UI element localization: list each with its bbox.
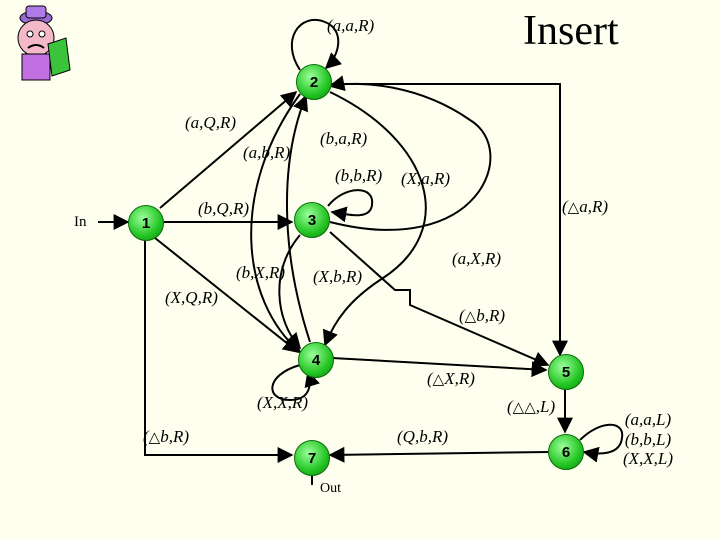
label-4-5-open: ( xyxy=(427,369,433,388)
edge-3-5 xyxy=(329,231,550,367)
input-label: In xyxy=(74,214,87,230)
edge-6-7 xyxy=(328,446,549,463)
label-5-6: (△△,L) xyxy=(507,398,555,416)
edge-1-7 xyxy=(144,240,294,463)
label-loop-2: (a,a,R) xyxy=(327,16,375,35)
label-blank-b-open: ( xyxy=(459,306,465,325)
blank-triangle-icon: △ xyxy=(148,430,161,446)
loop-4 xyxy=(271,364,320,402)
edge-1-2 xyxy=(159,90,298,209)
label-2-4: (a,b,R) xyxy=(243,143,291,162)
label-blank-b-rest: b,R) xyxy=(476,306,506,325)
blank-triangle-icon: △ xyxy=(512,400,525,416)
label-2-5: (X,a,R) xyxy=(401,169,451,188)
state-4: 4 xyxy=(298,342,334,378)
loop-6 xyxy=(579,423,624,463)
mascot-image xyxy=(17,5,71,81)
label-3-2: (△a,R) xyxy=(562,198,608,216)
label-loop-6-line: (b,b,L) xyxy=(624,429,672,449)
label-4-5-rest: X,R) xyxy=(444,369,475,388)
label-3-4: (b,X,R) xyxy=(236,263,286,282)
label-6-7: (Q,b,R) xyxy=(397,427,448,446)
edge-4-2 xyxy=(286,94,311,343)
label-1-7-open: ( xyxy=(143,427,149,446)
blank-triangle-icon: △ xyxy=(567,200,580,216)
label-5-6-rest: ,L) xyxy=(535,397,556,416)
edge-3-2 xyxy=(328,75,492,231)
label-3-2-rest: a,R) xyxy=(579,197,609,216)
label-4-5: (△X,R) xyxy=(427,370,475,388)
state-3: 3 xyxy=(294,202,330,238)
label-3-5: (a,X,R) xyxy=(452,249,502,268)
edge-2-4b xyxy=(322,91,427,347)
loop-3 xyxy=(327,189,374,223)
label-loop-4: (X,X,R) xyxy=(257,393,308,412)
label-loop-6: (a,a,L) (b,b,L) (X,X,L) xyxy=(623,410,673,469)
loop-2 xyxy=(290,19,342,71)
state-5: 5 xyxy=(548,354,584,390)
label-1-3: (b,Q,R) xyxy=(198,199,249,218)
state-1: 1 xyxy=(128,205,164,241)
diagram-title: Insert xyxy=(523,8,619,54)
edge-1-4 xyxy=(154,237,300,353)
label-loop-6-line: (X,X,L) xyxy=(623,449,674,469)
state-2: 2 xyxy=(296,64,332,100)
label-3-2-open: ( xyxy=(562,197,568,216)
edge-2-4 xyxy=(250,93,302,354)
label-loop-6-line: (a,a,L) xyxy=(624,410,672,429)
state-7: 7 xyxy=(294,440,330,476)
state-6: 6 xyxy=(548,434,584,470)
output-label: Out xyxy=(320,481,341,496)
label-1-4: (X,Q,R) xyxy=(165,288,218,307)
edge-2-5 xyxy=(330,83,568,357)
label-blank-b: (△b,R) xyxy=(459,307,505,325)
label-1-2: (a,Q,R) xyxy=(185,113,236,132)
edge-4-5 xyxy=(331,357,548,378)
blank-triangle-icon: △ xyxy=(432,372,445,388)
label-1-7-rest: b,R) xyxy=(160,427,190,446)
label-5-6-open: ( xyxy=(507,397,513,416)
label-loop-3: (b,b,R) xyxy=(335,166,383,185)
label-4-3: (X,b,R) xyxy=(313,267,363,286)
blank-triangle-icon: △ xyxy=(524,400,536,416)
label-1-7: (△b,R) xyxy=(143,428,189,446)
label-4-2: (b,a,R) xyxy=(320,129,368,148)
blank-triangle-icon: △ xyxy=(464,309,477,325)
